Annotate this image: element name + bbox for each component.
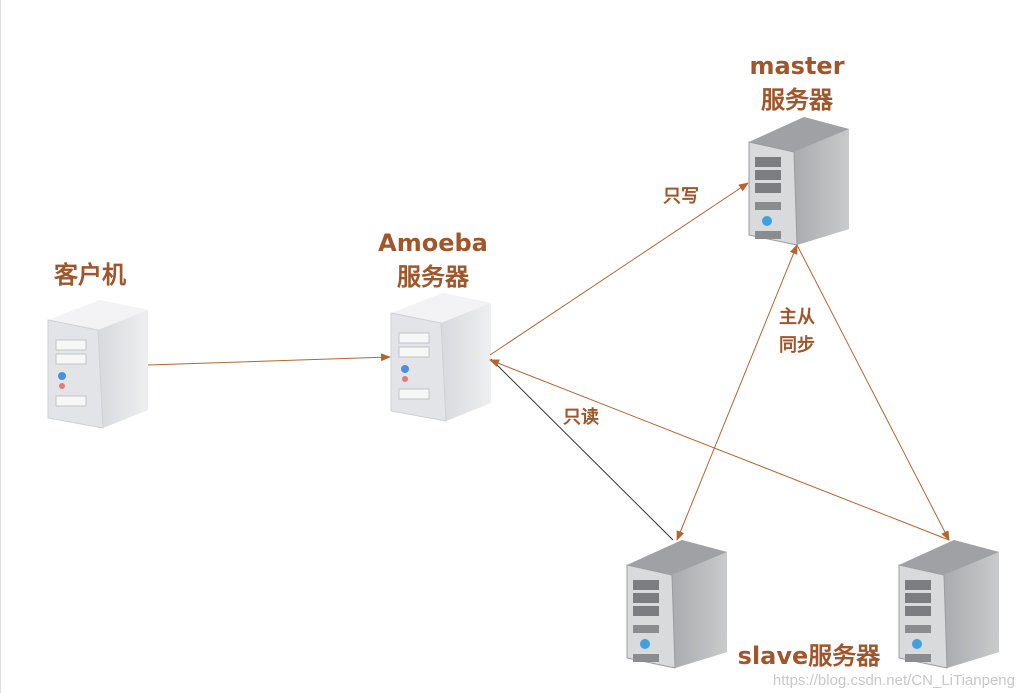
amoeba-label: Amoeba 服务器 (363, 226, 503, 294)
read-only-label: 只读 (563, 407, 599, 428)
client-server-icon (47, 299, 149, 429)
edge-client-amoeba (147, 353, 391, 366)
sync-label: 主从 同步 (769, 304, 825, 360)
slave1-server-icon (626, 539, 728, 669)
sync-label-line1: 主从 (779, 307, 815, 328)
master-label: master 服务器 (727, 49, 867, 117)
edge-master-slave1-sync (676, 244, 798, 541)
write-only-label: 只写 (663, 186, 699, 207)
amoeba-label-line1: Amoeba (378, 229, 488, 257)
watermark: https://blog.csdn.net/CN_LiTianpeng (772, 672, 1015, 689)
edge-amoeba-slave2-read (489, 359, 950, 541)
slave2-server-icon (898, 539, 1000, 669)
master-label-line1: master (749, 52, 845, 80)
sync-label-line2: 同步 (779, 335, 815, 356)
edge-amoeba-master-write (489, 182, 749, 356)
master-label-line2: 服务器 (761, 86, 833, 114)
amoeba-server-icon (390, 292, 492, 422)
amoeba-label-line2: 服务器 (397, 263, 469, 291)
slave-label: slave服务器 (737, 642, 881, 670)
master-server-icon (748, 116, 850, 246)
edge-amoeba-slave1-read (490, 358, 674, 541)
client-label: 客户机 (54, 261, 126, 289)
edge-master-slave2-sync (796, 244, 950, 541)
